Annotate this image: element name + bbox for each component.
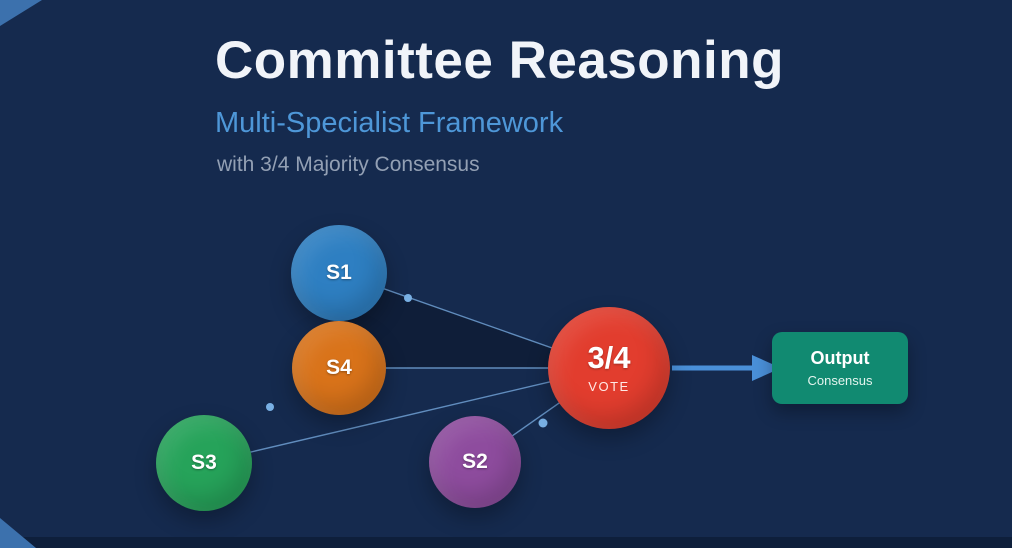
specialist-node-s3: S3 xyxy=(156,415,252,511)
page-subtitle: Multi-Specialist Framework xyxy=(215,107,564,139)
specialist-node-s4: S4 xyxy=(292,321,386,415)
corner-accent-top-left xyxy=(0,0,42,26)
page-tagline: with 3/4 Majority Consensus xyxy=(217,153,480,176)
specialist-node-s2: S2 xyxy=(429,416,521,508)
pulse-dot xyxy=(538,418,548,428)
vote-node: 3/4 VOTE xyxy=(548,307,670,429)
pulse-dot xyxy=(266,403,274,411)
specialist-label-s2: S2 xyxy=(462,450,488,473)
vote-node-sublabel: VOTE xyxy=(588,378,630,394)
specialist-node-s1: S1 xyxy=(291,225,387,321)
output-node-subtitle: Consensus xyxy=(807,373,873,388)
output-node-title: Output xyxy=(810,348,870,368)
corner-accent-bottom-left xyxy=(0,518,36,548)
bottom-accent-bar xyxy=(0,537,1012,548)
connector-s3-vote xyxy=(203,367,610,464)
output-arrow-head xyxy=(752,355,781,381)
page-title: Committee Reasoning xyxy=(215,31,785,90)
specialist-label-s1: S1 xyxy=(326,261,352,284)
pulse-dot xyxy=(404,294,412,302)
output-node: Output Consensus xyxy=(772,332,908,404)
header: Committee Reasoning Multi-Specialist Fra… xyxy=(215,30,784,177)
specialist-label-s3: S3 xyxy=(191,451,217,474)
specialist-label-s4: S4 xyxy=(326,356,352,379)
vote-node-label: 3/4 xyxy=(587,340,631,376)
